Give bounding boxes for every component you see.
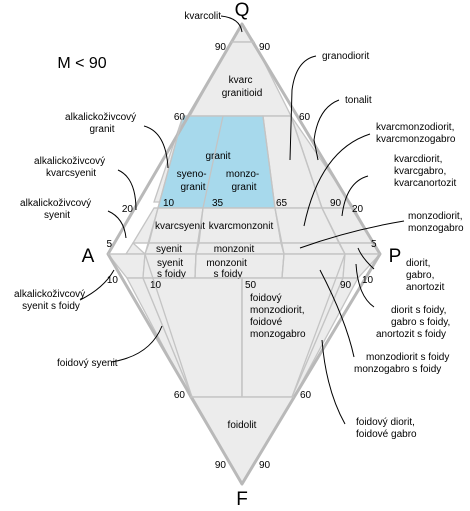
- tick-f60-right: 60: [300, 390, 312, 401]
- field-monzodiorit: [280, 242, 347, 255]
- callout-kvarcmonzodiorit: kvarcmonzodiorit, kvarcmonzogabro: [376, 122, 457, 145]
- tick-up-65: 65: [276, 198, 288, 209]
- field-foidolit: [188, 396, 296, 486]
- tick-right-10: 10: [362, 275, 374, 286]
- tick-right-5: 5: [371, 239, 377, 250]
- label-kvarcsyenit: kvarcsyenit: [155, 221, 205, 232]
- field-monzodiorit-foidy: [281, 253, 346, 279]
- callout-alk-syenit-foidy: alkalickoživcový syenit s foidy: [14, 289, 88, 312]
- diagram-outline: [106, 22, 382, 486]
- tick-up-90: 90: [330, 198, 342, 209]
- tick-right-60: 60: [299, 112, 311, 123]
- callout-tonalit: tonalit: [345, 95, 372, 106]
- label-monzogranit: monzo- granit: [226, 169, 262, 193]
- label-kvarcgranitoid: kvarc granitioid: [222, 75, 263, 99]
- callout-kvarcolit: kvarcolit: [184, 11, 221, 22]
- callout-foidovy-syenit: foidový syenit: [57, 358, 118, 369]
- callout-diorit: diorit, gabro, anortozit: [406, 258, 445, 293]
- tick-f90-left: 90: [215, 460, 227, 471]
- tick-up-35: 35: [212, 198, 224, 209]
- label-foidolit: foidolit: [228, 420, 257, 431]
- label-kvarcmonzonit: kvarcmonzonit: [209, 221, 274, 232]
- callout-granodiorit: granodiorit: [322, 51, 369, 62]
- tick-left-20: 20: [122, 204, 134, 215]
- label-monzonit: monzonit: [214, 244, 255, 255]
- field-alkalickozivcovy-syenit: [124, 241, 147, 255]
- vertex-p: P: [389, 246, 402, 267]
- callout-alk-granit: alkalickoživcový granit: [65, 112, 139, 135]
- callout-monzodiorit-foidy: monzodiorit s foidy monzogabro s foidy: [354, 352, 452, 375]
- tick-right-20: 20: [352, 204, 364, 215]
- callout-diorit-foidy: diorit s foidy, gabro s foidy, anortozit…: [376, 305, 453, 340]
- tick-q90-left: 90: [215, 42, 227, 53]
- lower-triangle: [106, 253, 382, 486]
- label-syenit-foidy: syenit s foidy: [157, 258, 186, 280]
- leader-lines: [79, 15, 405, 425]
- callout-labels: kvarcolit granodiorit tonalit alkalickož…: [14, 11, 465, 440]
- field-labels: kvarc granitioid granit syeno- granit mo…: [155, 75, 307, 431]
- vertex-q: Q: [235, 0, 250, 21]
- label-monzonit-foidy: monzonit s foidy: [206, 258, 249, 280]
- label-granit: granit: [205, 151, 230, 162]
- tick-f60-left: 60: [174, 390, 186, 401]
- tick-left-10: 10: [107, 275, 119, 286]
- field-granit[interactable]: [157, 115, 276, 209]
- callout-foidovy-diorit: foidový diorit, foidové gabro: [356, 417, 418, 440]
- vertex-f: F: [236, 489, 248, 510]
- callout-kvarcdiorit: kvarcdiorit, kvarcgabro, kvarcanortozit: [394, 154, 456, 189]
- diagram-title: M < 90: [57, 55, 106, 72]
- label-foidovy-monzodiorit: foidový monzodiorit, foidové monzogabro: [250, 293, 307, 340]
- tick-q90-right: 90: [259, 42, 271, 53]
- label-syenit: syenit: [156, 244, 182, 255]
- label-syenogranit: syeno- granit: [177, 169, 210, 193]
- tick-low-90: 90: [340, 280, 352, 291]
- tick-left-5: 5: [106, 239, 112, 250]
- tick-f90-right: 90: [259, 460, 271, 471]
- vertex-a: A: [82, 246, 95, 267]
- tick-low-50: 50: [245, 280, 257, 291]
- tick-left-60: 60: [174, 112, 186, 123]
- callout-monzodiorit: monzodiorit, monzogabro: [408, 211, 465, 234]
- callout-alk-syenit: alkalickoživcový syenit: [20, 198, 94, 221]
- callout-alk-kvarcsyenit: alkalickoživcový kvarcsyenit: [34, 156, 108, 179]
- boundary-lines: [127, 41, 373, 398]
- tick-up-10: 10: [163, 198, 175, 209]
